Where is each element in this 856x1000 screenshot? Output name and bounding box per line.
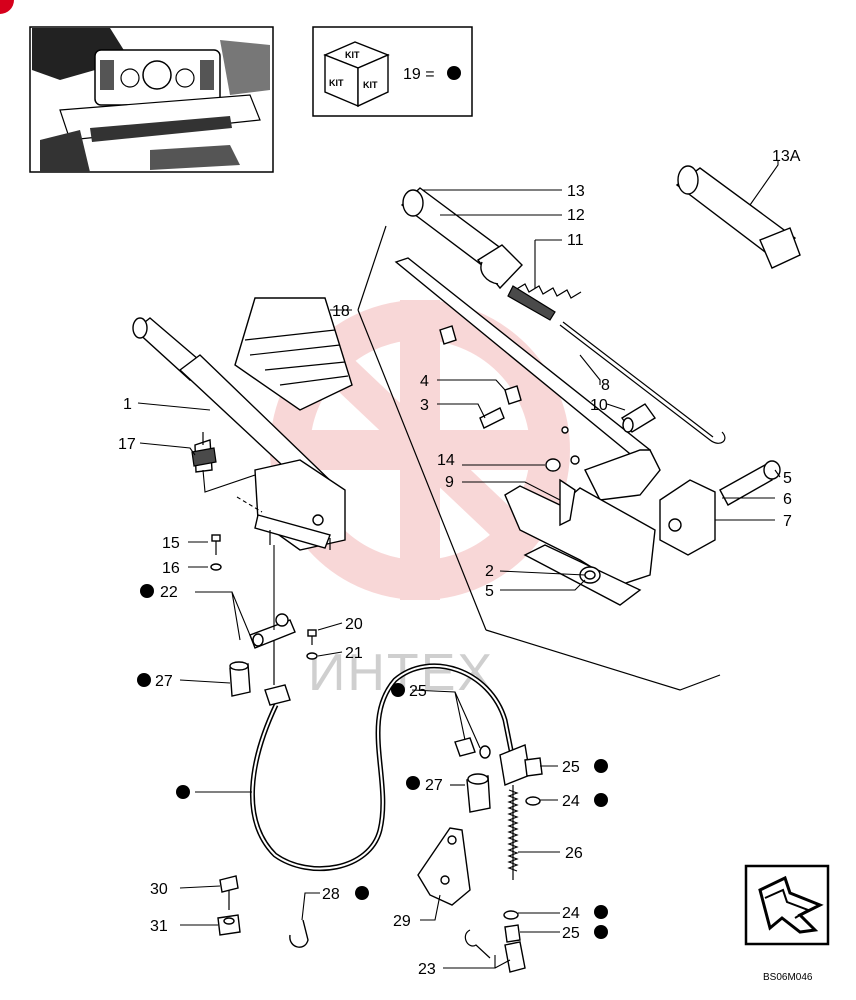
part-boot-18	[234, 297, 353, 411]
part-bracket-9	[504, 478, 656, 586]
part-block-7	[659, 479, 716, 556]
callout-4: 4	[420, 373, 429, 390]
part-bolt-20	[307, 629, 317, 645]
kit-equation: 19 =	[403, 66, 435, 83]
callout-26: 26	[565, 845, 583, 862]
part-washer-24a	[525, 796, 541, 806]
part-washer-24b	[503, 910, 519, 920]
callout-9: 9	[445, 474, 454, 491]
part-bolt-15	[211, 534, 221, 555]
callout-16: 16	[162, 560, 180, 577]
part-ring-5	[763, 460, 781, 480]
callout-labels: 13 12 11 13A 18 8 4 10 3 14 9 5 6 7 2 5 …	[118, 148, 801, 978]
callout-27b-dot	[406, 776, 420, 790]
callout-25a-dot	[391, 683, 405, 697]
callout-18: 18	[332, 303, 350, 320]
kit-legend: KIT KIT KIT 19 =	[312, 26, 473, 117]
callout-21: 21	[345, 645, 363, 662]
callout-25b: 25	[562, 759, 580, 776]
callout-27a-dot	[137, 673, 151, 687]
callout-28-dot	[355, 886, 369, 900]
callout-5b: 5	[485, 583, 494, 600]
callout-25c: 25	[562, 925, 580, 942]
callout-24b: 24	[562, 905, 580, 922]
callout-10: 10	[590, 397, 608, 414]
part-spring-11	[507, 283, 582, 321]
next-page-arrow-icon[interactable]	[744, 864, 830, 946]
callout-20: 20	[345, 616, 363, 633]
callout-25a: 25	[409, 683, 427, 700]
part-washer-16	[210, 563, 222, 571]
callout-11: 11	[567, 232, 584, 249]
callout-6: 6	[783, 491, 792, 508]
callout-12: 12	[567, 207, 585, 224]
callout-27a: 27	[155, 673, 173, 690]
callout-29: 29	[393, 913, 411, 930]
callout-15: 15	[162, 535, 180, 552]
cable-assembly	[250, 640, 515, 872]
callout-25c-dot	[594, 925, 608, 939]
part-nut-25a	[454, 737, 491, 759]
callout-2: 2	[485, 563, 494, 580]
callout-13a: 13A	[772, 148, 801, 165]
callout-24a-dot	[594, 793, 608, 807]
svg-text:KIT: KIT	[363, 80, 378, 90]
callout-8: 8	[601, 377, 610, 394]
callout-23: 23	[418, 961, 436, 978]
part-bushing-6	[719, 464, 773, 506]
part-lever-1	[132, 317, 346, 551]
cab-inset	[29, 26, 274, 173]
part-nut-25c	[504, 924, 521, 943]
callout-31: 31	[150, 918, 168, 935]
part-pin-3	[479, 407, 505, 429]
callout-17: 17	[118, 436, 136, 453]
callout-22: 22	[160, 584, 178, 601]
part-clevis-22	[249, 613, 296, 649]
callout-24a: 24	[562, 793, 580, 810]
svg-text:KIT: KIT	[345, 50, 360, 60]
part-pin-10	[620, 403, 657, 433]
part-bracket-29	[417, 827, 471, 906]
part-nut-25b	[524, 757, 543, 777]
callout-24b-dot	[594, 905, 608, 919]
part-bushing-27a	[229, 661, 251, 697]
part-washer-21	[306, 652, 318, 660]
drawing-code: BS06M046	[763, 972, 813, 983]
part-clip-28	[289, 919, 309, 948]
part-bolt-30	[219, 875, 239, 910]
kit-dot-icon	[447, 66, 461, 80]
callout-14: 14	[437, 452, 455, 469]
callout-25b-dot	[594, 759, 608, 773]
callout-30: 30	[150, 881, 168, 898]
part-lever-4	[394, 257, 661, 501]
part-grip-12	[400, 187, 523, 290]
part-rod-8	[559, 321, 726, 444]
callout-3: 3	[420, 397, 429, 414]
callout-28: 28	[322, 886, 340, 903]
leader-lines	[137, 160, 781, 969]
part-grip-13a	[675, 165, 801, 269]
cable-dot	[176, 785, 190, 799]
callout-1: 1	[123, 396, 132, 413]
callout-5a: 5	[783, 470, 792, 487]
svg-text:KIT: KIT	[329, 78, 344, 88]
callout-13: 13	[567, 183, 585, 200]
part-clevis-23	[464, 929, 526, 973]
part-bushing-27b	[466, 773, 491, 813]
part-nut-31	[217, 914, 241, 936]
callout-7: 7	[783, 513, 792, 530]
part-adjuster-26	[499, 744, 531, 880]
part-ring-14	[545, 426, 580, 472]
corner-badge	[0, 0, 14, 14]
part-switch-17	[191, 432, 217, 473]
kit-cube-icon: KIT KIT KIT	[323, 41, 390, 108]
callout-27b: 27	[425, 777, 443, 794]
callout-22-dot	[140, 584, 154, 598]
exploded-outline	[357, 225, 721, 691]
